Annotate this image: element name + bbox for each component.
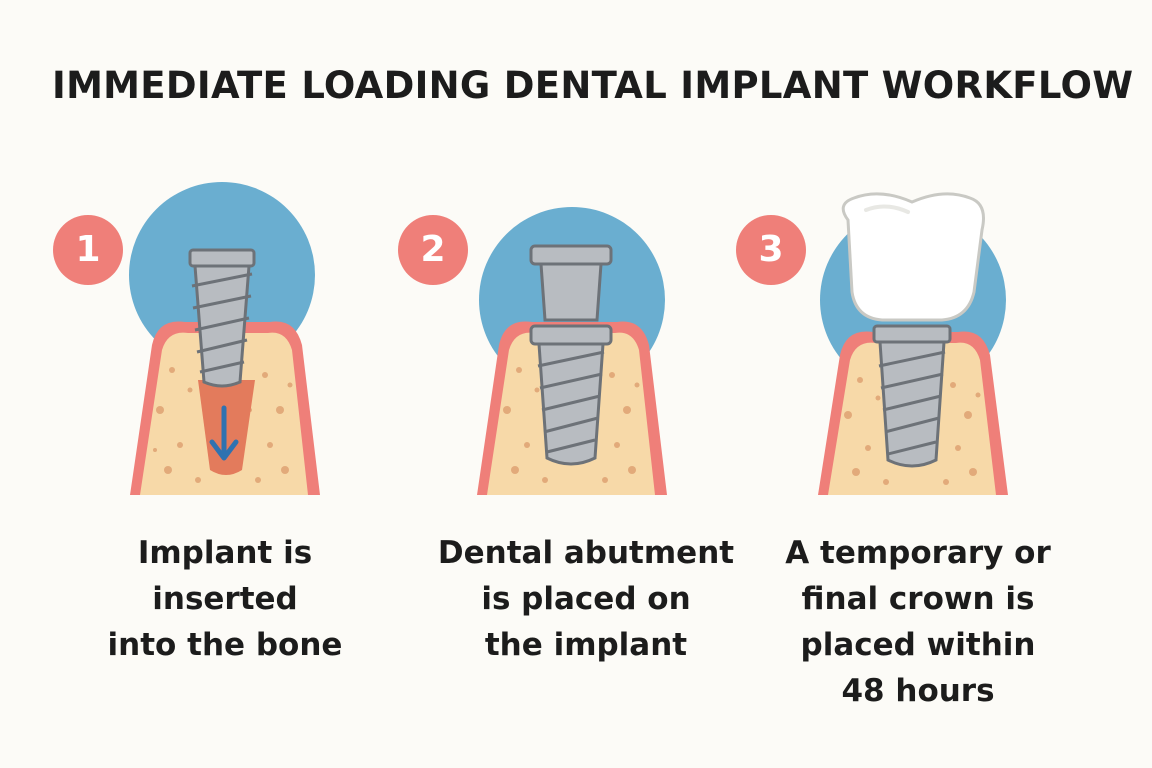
implant-screw-icon bbox=[529, 324, 613, 466]
step-3-caption: A temporary or final crown is placed wit… bbox=[758, 530, 1078, 714]
step-1-caption: Implant is inserted into the bone bbox=[65, 530, 385, 668]
step-2-badge: 2 bbox=[398, 215, 468, 285]
step-3-illustration bbox=[818, 192, 1008, 495]
caption-line: Implant is bbox=[137, 535, 313, 571]
implant-screw-icon bbox=[188, 248, 256, 388]
crown-icon bbox=[841, 192, 985, 322]
step-3-badge: 3 bbox=[736, 215, 806, 285]
implant-screw-icon bbox=[872, 324, 952, 468]
step-1-badge: 1 bbox=[53, 215, 123, 285]
step-1-illustration bbox=[129, 182, 320, 495]
caption-line: the implant bbox=[484, 627, 688, 663]
caption-line: into the bone bbox=[107, 627, 343, 663]
caption-line: Dental abutment bbox=[437, 535, 735, 571]
downward-arrow-icon bbox=[209, 405, 239, 461]
step-2-caption: Dental abutment is placed on the implant bbox=[426, 530, 746, 668]
caption-line: inserted bbox=[152, 581, 298, 617]
caption-line: is placed on bbox=[481, 581, 691, 617]
caption-line: A temporary or bbox=[785, 535, 1051, 571]
caption-line: final crown is bbox=[801, 581, 1035, 617]
step-2-illustration bbox=[477, 207, 667, 495]
page-title: IMMEDIATE LOADING DENTAL IMPLANT WORKFLO… bbox=[52, 64, 1134, 107]
caption-line: 48 hours bbox=[841, 673, 995, 709]
caption-line: placed within bbox=[800, 627, 1036, 663]
abutment-icon bbox=[529, 244, 613, 322]
